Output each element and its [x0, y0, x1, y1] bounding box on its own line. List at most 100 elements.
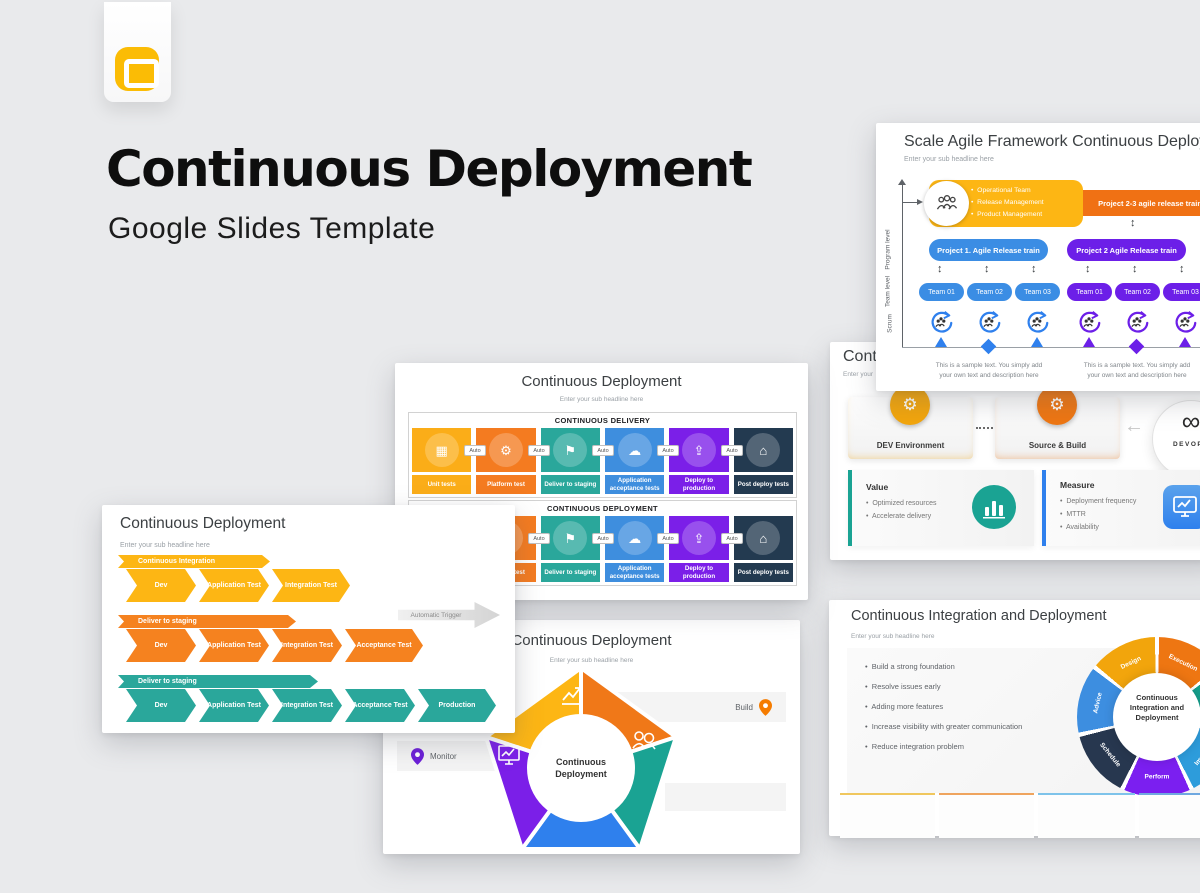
pipeline-tile: ⚑ — [540, 428, 600, 472]
tile-label: Deliver to staging — [540, 475, 600, 494]
measure-bullet: • Deployment frequency — [1060, 498, 1137, 505]
value-bullet: • Optimized resources — [866, 500, 937, 507]
project2-pill: Project 2 Agile Release train — [1067, 239, 1186, 261]
tile-label: Deploy to production — [669, 475, 729, 494]
tile-label: Post deploy tests — [733, 475, 793, 494]
monitor-icon — [498, 745, 520, 765]
tile-label: Deliver to staging — [540, 563, 600, 582]
team-pill: Team 03 — [1015, 283, 1060, 301]
value-accent-bar — [848, 470, 852, 546]
auto-chip: Auto — [657, 445, 679, 456]
upload-icon: ⇪ — [693, 442, 705, 458]
chevron-step: Application Test — [199, 629, 269, 662]
tile-label: Application acceptance tests — [604, 475, 665, 494]
sprint-marker-triangle — [1083, 337, 1095, 347]
pipeline-tile: ▦ — [412, 428, 472, 472]
team-group-icon — [924, 181, 969, 226]
connector-arrow: ↕ — [1085, 263, 1091, 275]
automatic-trigger-arrow: Automatic Trigger — [398, 602, 500, 628]
auto-chip: Auto — [528, 533, 550, 544]
scrum-loop-icon — [1079, 311, 1101, 333]
devops-label: DEVOPS — [1172, 441, 1200, 448]
connector-arrow: ↕ — [1130, 217, 1136, 229]
slide-title: Continuous Deployment — [511, 632, 672, 649]
release-train-banner: Project 2-3 agile release train — [1067, 190, 1200, 216]
chevron-step: Integration Test — [272, 569, 350, 602]
grid-icon: ▦ — [435, 442, 448, 458]
gear-icon: ⚙ — [500, 442, 512, 458]
pinwheel-diagram — [481, 664, 681, 854]
build-gear-icon: ⚙ — [1037, 385, 1077, 425]
pipeline-tile: ⌂ — [733, 516, 793, 560]
slide-title: Scale Agile Framework Continuous Deploym… — [904, 133, 1200, 150]
chevron-step: Application Test — [199, 569, 269, 602]
slide-subtitle: Enter your sub headline here — [904, 156, 994, 163]
auto-chip: Auto — [592, 533, 614, 544]
section-header: CONTINUOUS DELIVERY — [554, 416, 651, 425]
slide-subtitle: Enter your sub headline here — [120, 542, 210, 549]
row-header: Continuous Integration — [118, 555, 270, 568]
value-title: Value — [866, 482, 889, 492]
auto-chip: Auto — [721, 533, 743, 544]
auto-chip: Auto — [592, 445, 614, 456]
org-bullet: • Product Management — [971, 211, 1043, 218]
wheel-segment-label: Perform — [1144, 773, 1170, 781]
pipeline-tile: ⇪ — [669, 516, 729, 560]
measure-card: Measure • Deployment frequency • MTTR • … — [1042, 470, 1200, 546]
slide-preview-chevrons[interactable]: Continuous Deployment Enter your sub hea… — [102, 505, 515, 733]
google-slides-logo-card — [104, 2, 171, 102]
connector-arrow: ↕ — [1179, 263, 1185, 275]
auto-chip: Auto — [464, 445, 486, 456]
connector-arrow: ↕ — [984, 263, 990, 275]
flag-icon: ⚑ — [564, 442, 577, 458]
team-pill: Team 02 — [1115, 283, 1160, 301]
scrum-loop-icon — [931, 311, 953, 333]
flag-icon: ⚑ — [564, 530, 577, 546]
build-pin-icon — [759, 698, 772, 716]
measure-bullet: • MTTR — [1060, 511, 1086, 518]
pipeline-tile: ☁ — [604, 428, 665, 472]
upload-icon: ⇪ — [693, 530, 705, 546]
slide-preview-scale-agile[interactable]: Scale Agile Framework Continuous Deploym… — [876, 123, 1200, 391]
cicd-bullet: • Reduce integration problem — [865, 742, 964, 751]
chevron-step: Acceptance Test — [345, 689, 415, 722]
continuous-delivery-section: CONTINUOUS DELIVERY ▦ ⚙ ⚑ ☁ ⇪ ⌂ Unit tes… — [408, 412, 797, 498]
slide-title: Cont — [843, 348, 877, 365]
chart-icon — [562, 687, 581, 705]
cicd-bullet: • Increase visibility with greater commu… — [865, 722, 1023, 731]
building-icon: ⌂ — [759, 530, 768, 546]
value-bullet: • Accelerate delivery — [866, 513, 932, 520]
axis-line — [902, 185, 903, 347]
hero-subtitle: Google Slides Template — [108, 212, 436, 245]
value-chart-icon — [972, 485, 1016, 529]
scrum-loop-icon — [1027, 311, 1049, 333]
pipeline-tile: ⌂ — [733, 428, 793, 472]
tile-label: Unit tests — [412, 475, 472, 494]
tile-label: Application acceptance tests — [604, 563, 665, 582]
pinwheel-center-label: Continuous Deployment — [555, 757, 607, 779]
sprint-marker-triangle — [935, 337, 947, 347]
sprint-marker-diamond — [1128, 338, 1145, 355]
measure-bullet: • Availability — [1060, 524, 1099, 531]
chevron-step: Integration Test — [272, 629, 342, 662]
chevron-step: Application Test — [199, 689, 269, 722]
pipeline-tile: ⚑ — [540, 516, 600, 560]
slide-preview-cicd[interactable]: Continuous Integration and Deployment En… — [829, 600, 1200, 838]
sprint-marker-triangle — [1179, 337, 1191, 347]
cloud-icon: ☁ — [628, 530, 642, 546]
devops-infinity-icon: ∞ — [1181, 406, 1200, 436]
scrum-loop-icon — [979, 311, 1001, 333]
chevron-row: Dev Application Test Integration Test — [126, 569, 350, 602]
sprint-marker-triangle — [1031, 337, 1043, 347]
scrum-loop-icon — [1127, 311, 1149, 333]
scrum-loop-icon — [1175, 311, 1197, 333]
tile-label: Deploy to production — [669, 563, 729, 582]
cloud-icon: ☁ — [628, 442, 642, 458]
cicd-bullet: • Build a strong foundation — [865, 662, 955, 671]
hero-title: Continuous Deployment — [106, 140, 753, 198]
devops-badge: ∞ DEVOPS — [1152, 400, 1200, 478]
slide-subtitle: Enter your sub headline here — [549, 657, 634, 664]
auto-chip: Auto — [721, 445, 743, 456]
tile-row: ▦ ⚙ ⚑ ☁ ⇪ ⌂ — [412, 428, 793, 472]
